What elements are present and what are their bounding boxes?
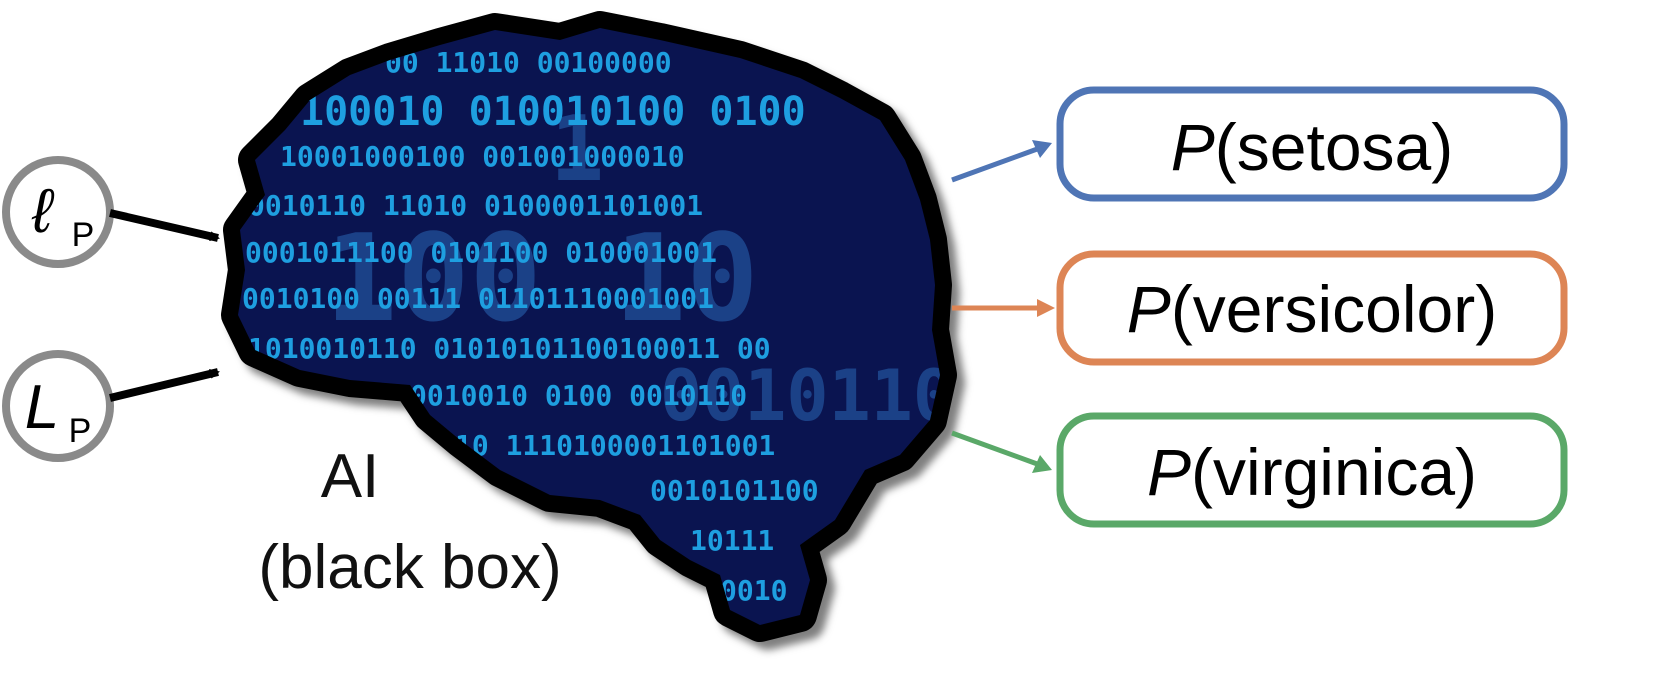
input-arrow xyxy=(109,209,220,242)
input-circle xyxy=(2,156,114,268)
arrow-virginica xyxy=(951,430,1041,468)
output-virginica: P(virginica) xyxy=(1056,412,1568,528)
input-symbol: ℓ xyxy=(31,177,55,246)
black-box-sublabel: (black box) xyxy=(258,533,561,602)
binary-row: 0010010 0100 0010110 xyxy=(410,379,747,412)
arrowhead-setosa xyxy=(1032,140,1052,158)
binary-row: 0010 xyxy=(720,574,787,607)
input-symbol: L xyxy=(25,373,59,442)
input-subscript: P xyxy=(72,216,95,254)
input-node-uppercase-l: L P xyxy=(2,350,220,462)
arrowhead-versicolor xyxy=(1037,299,1055,317)
output-box xyxy=(1056,250,1568,366)
binary-row: 1010010110 01010101100100011 00 xyxy=(248,332,771,365)
probability-symbol: P xyxy=(1147,435,1191,509)
binary-row: 10111 xyxy=(690,524,774,557)
class-label: (versicolor) xyxy=(1171,272,1497,346)
binary-large-digits: 1 xyxy=(550,97,604,202)
output-text: P(setosa) xyxy=(1171,110,1453,184)
binary-row: 0001011100 0101100 010001001 xyxy=(245,236,717,269)
binary-row: 0010110 11010 0100001101001 xyxy=(248,189,703,222)
output-arrows xyxy=(951,140,1055,473)
output-text: P(versicolor) xyxy=(1127,272,1497,346)
binary-row: 10 1110100001101001 xyxy=(455,429,775,462)
class-label: (setosa) xyxy=(1215,110,1453,184)
class-label: (virginica) xyxy=(1191,435,1477,509)
input-arrow xyxy=(109,368,220,402)
binary-row: 10001000100 001001000010 xyxy=(280,140,685,173)
output-box xyxy=(1056,412,1568,528)
output-text: P(virginica) xyxy=(1147,435,1477,509)
brain-black-box: 100 101 0010110 00 11010 00100000 100010 0… xyxy=(238,28,955,625)
input-circle xyxy=(2,350,114,462)
binary-row: 0010101100 xyxy=(650,474,819,507)
binary-row: 0010100 00111 01101110001001 xyxy=(242,282,714,315)
binary-large-digits: 0010110 xyxy=(660,355,955,437)
binary-row: 00 11010 00100000 xyxy=(385,46,672,79)
output-box xyxy=(1056,86,1568,202)
ai-label: AI xyxy=(321,442,380,511)
probability-symbol: P xyxy=(1171,110,1215,184)
output-setosa: P(setosa) xyxy=(1056,86,1568,202)
binary-row: 100010 010010100 0100 xyxy=(300,89,806,135)
arrow-setosa xyxy=(951,145,1041,183)
arrowhead-virginica xyxy=(1032,455,1052,473)
binary-texture: 100 101 0010110 00 11010 00100000 100010 0… xyxy=(242,46,955,607)
output-versicolor: P(versicolor) xyxy=(1056,250,1568,366)
input-subscript: P xyxy=(69,412,92,450)
black-box-label: AI (black box) xyxy=(258,442,561,602)
probability-symbol: P xyxy=(1127,272,1171,346)
input-node-lowercase-l: ℓ P xyxy=(2,156,220,268)
binary-large-digits: 100 10 xyxy=(325,210,758,349)
